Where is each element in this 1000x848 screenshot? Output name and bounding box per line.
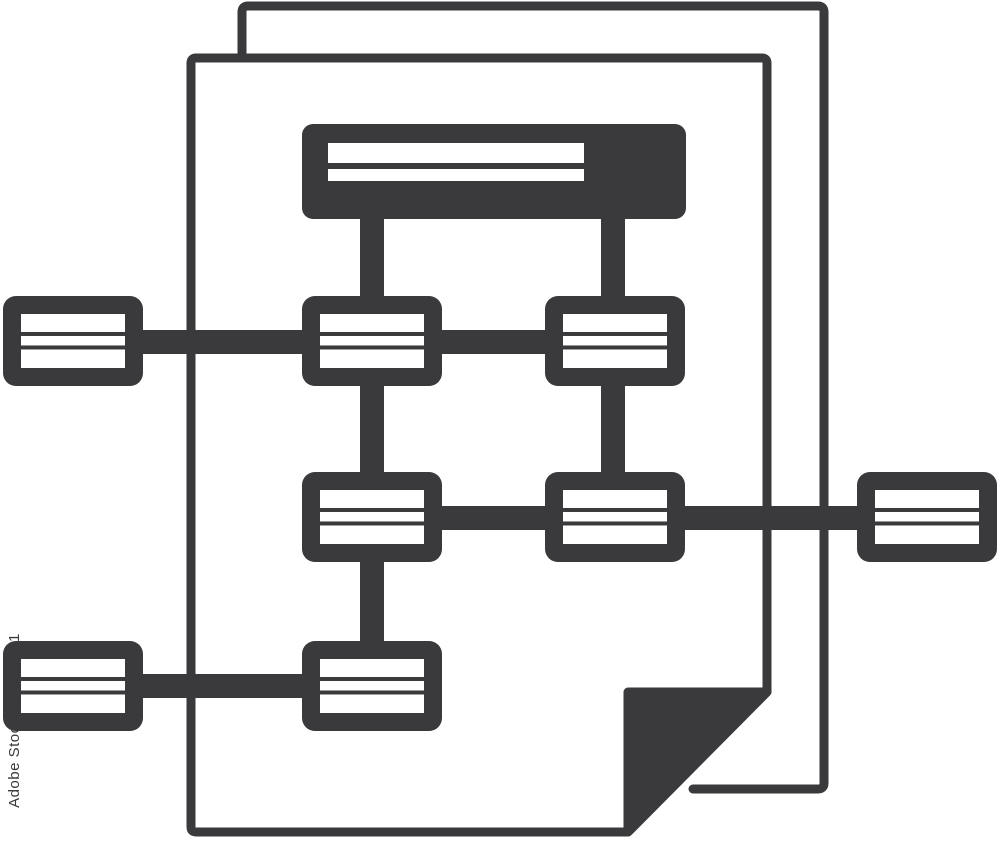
node-row1-left	[302, 296, 442, 386]
folded-corner	[623, 687, 772, 837]
connector-left-col-upper	[360, 385, 384, 475]
node-row2-left	[302, 472, 442, 562]
stock-id-text: Adobe Stock 540660401	[6, 633, 23, 808]
connector-header-right	[601, 215, 625, 297]
node-left-outer-row3	[3, 641, 143, 731]
node-right-outer-row2	[857, 472, 997, 562]
stock-id-watermark: Adobe Stock 540660401	[4, 600, 24, 840]
node-row2-right	[545, 472, 685, 562]
node-row1-right	[545, 296, 685, 386]
flowchart-nodes	[3, 296, 997, 731]
node-left-outer-row1	[3, 296, 143, 386]
connector-right-col	[601, 385, 625, 475]
connector-header-left	[360, 215, 384, 297]
connector-row3	[140, 674, 305, 698]
stock-id-number: 540660401	[5, 632, 23, 713]
connector-left-col-lower	[360, 562, 384, 642]
node-row3-left	[302, 641, 442, 731]
connector-lines	[140, 215, 865, 698]
stock-service-name: Adobe Stock	[5, 716, 23, 808]
flowchart-header-block	[302, 124, 686, 219]
